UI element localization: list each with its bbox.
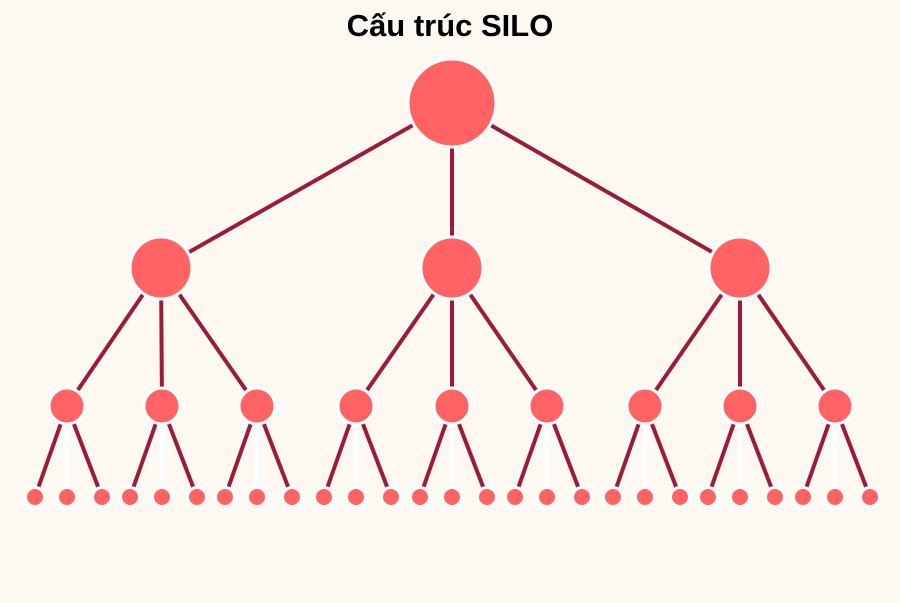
subcategory-node: [336, 386, 376, 426]
leaf-node: [634, 486, 656, 508]
nodes: [24, 57, 881, 508]
leaf-node: [441, 486, 463, 508]
leaf-node: [281, 486, 303, 508]
diagram-title: Cấu trúc SILO: [346, 8, 554, 43]
subcategory-node: [142, 386, 182, 426]
leaf-node: [56, 486, 78, 508]
leaf-node: [859, 486, 881, 508]
subcategory-node: [625, 386, 665, 426]
leaf-node: [91, 486, 113, 508]
subcategory-node: [527, 386, 567, 426]
leaf-node: [24, 486, 46, 508]
leaf-node: [345, 486, 367, 508]
leaf-node: [476, 486, 498, 508]
leaf-node: [697, 486, 719, 508]
root-node: [406, 57, 498, 149]
edge: [451, 101, 741, 270]
leaf-node: [119, 486, 141, 508]
subcategory-node: [47, 386, 87, 426]
subcategory-node: [237, 386, 277, 426]
leaf-node: [504, 486, 526, 508]
subcategory-node: [720, 386, 760, 426]
category-node: [128, 235, 194, 301]
leaf-node: [246, 486, 268, 508]
leaf-node: [571, 486, 593, 508]
edge: [160, 101, 453, 270]
leaf-node: [380, 486, 402, 508]
leaf-node: [602, 486, 624, 508]
subcategory-node: [815, 386, 855, 426]
subcategory-node: [432, 386, 472, 426]
leaf-node: [824, 486, 846, 508]
category-node: [707, 235, 773, 301]
leaf-node: [151, 486, 173, 508]
leaf-node: [409, 486, 431, 508]
leaf-node: [792, 486, 814, 508]
leaf-node: [214, 486, 236, 508]
leaf-node: [729, 486, 751, 508]
leaf-node: [669, 486, 691, 508]
leaf-node: [186, 486, 208, 508]
leaf-node: [313, 486, 335, 508]
leaf-node: [536, 486, 558, 508]
category-node: [419, 235, 485, 301]
leaf-node: [764, 486, 786, 508]
